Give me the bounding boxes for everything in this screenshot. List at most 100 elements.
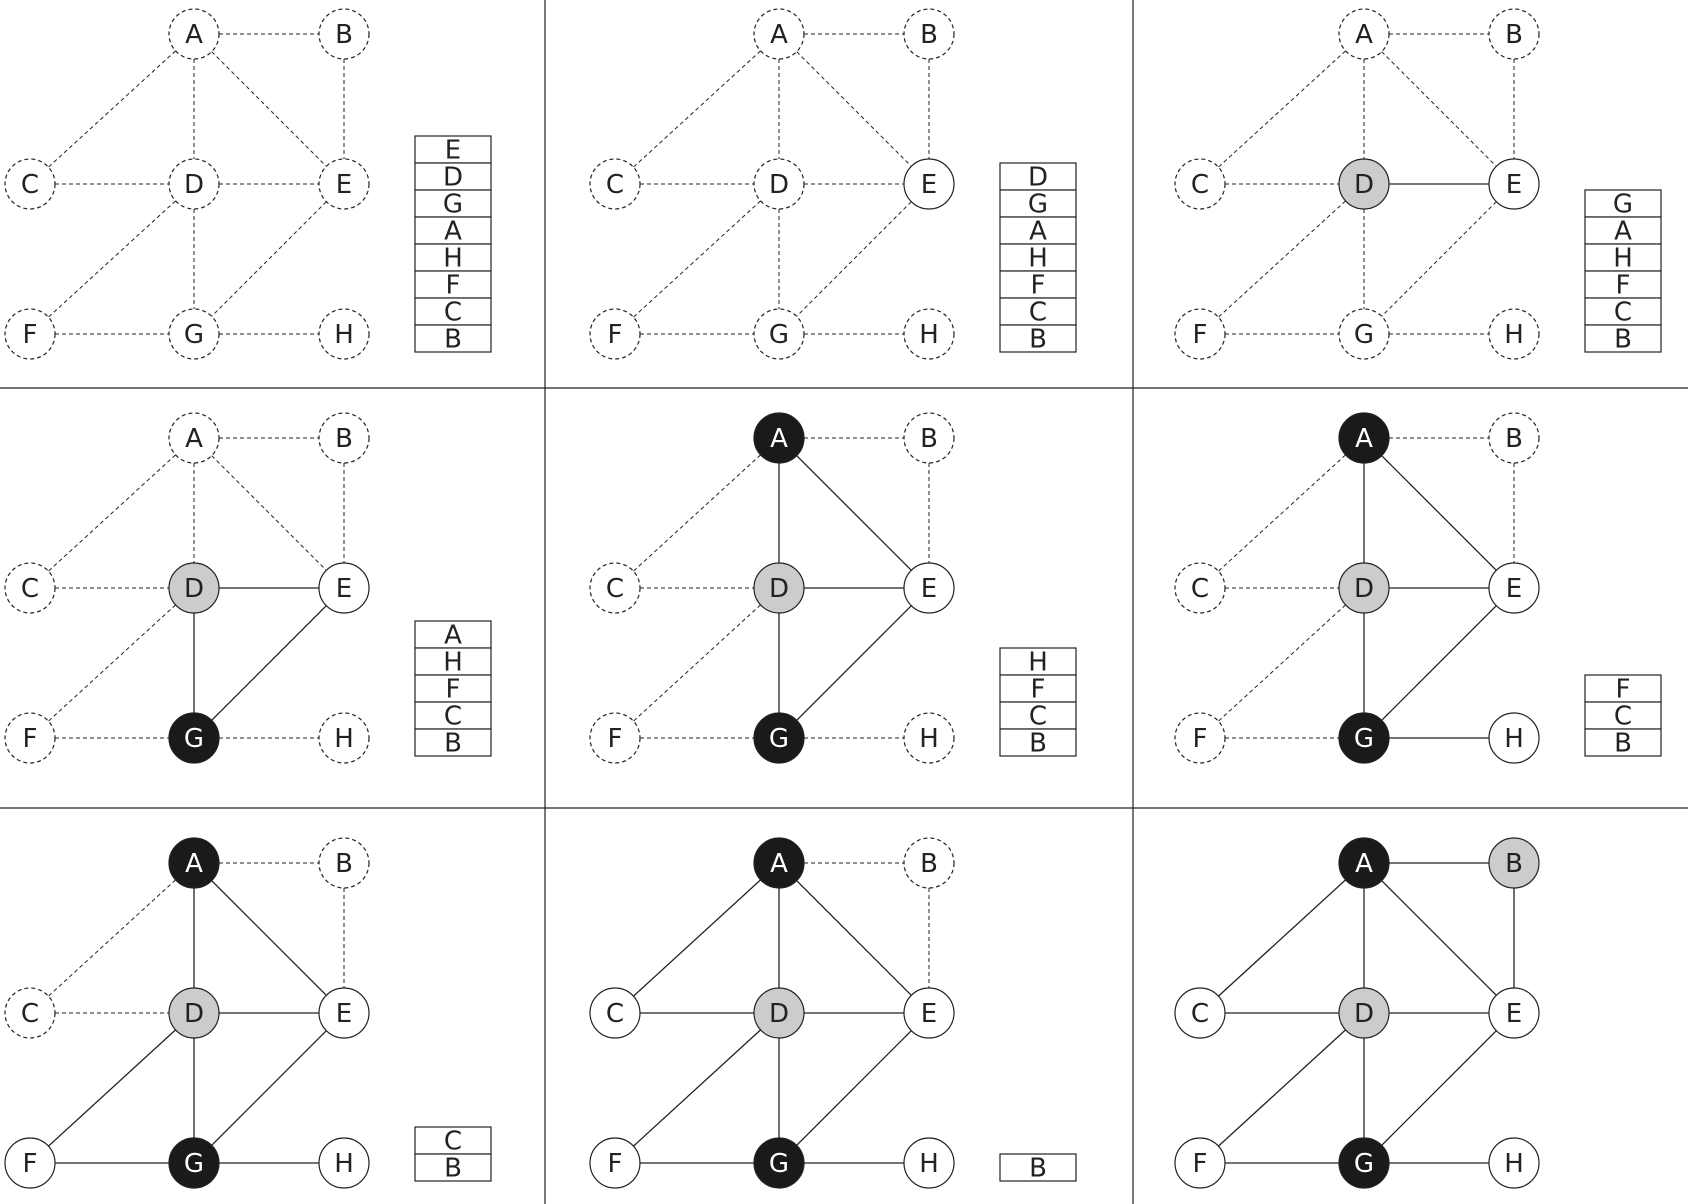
node-D-label: D [769, 999, 789, 1029]
edges [1218, 437, 1515, 739]
stack-item: C [999, 297, 1077, 328]
edge-D-F [48, 1029, 176, 1147]
stack-item: B [414, 728, 492, 759]
node-F: F [1174, 1137, 1226, 1189]
node-E: E [903, 158, 955, 210]
node-F: F [589, 1137, 641, 1189]
edge-E-G [211, 201, 327, 317]
node-C-label: C [21, 999, 39, 1029]
node-G: G [1338, 1137, 1390, 1189]
stack-item-label: C [1029, 702, 1047, 732]
node-B: B [318, 837, 370, 889]
stack-item-label: C [1029, 298, 1047, 328]
node-E: E [903, 562, 955, 614]
edges [633, 437, 930, 739]
node-H-circle [903, 1137, 955, 1189]
stack-cell [999, 189, 1077, 218]
node-C-label: C [21, 170, 39, 200]
node-H: H [1488, 712, 1540, 764]
stack-cell [414, 162, 492, 191]
node-G: G [753, 308, 805, 360]
stack-item-label: C [1614, 702, 1632, 732]
stack-item-label: H [1613, 244, 1633, 274]
node-H-label: H [919, 1149, 939, 1179]
stack-item-label: D [443, 163, 463, 193]
node-H-circle [1488, 712, 1540, 764]
stack-cell [414, 620, 492, 649]
node-F-label: F [1193, 320, 1208, 350]
node-A-circle [1338, 837, 1390, 889]
node-A: A [1338, 837, 1390, 889]
node-D-circle [1338, 987, 1390, 1039]
edge-D-F [633, 200, 761, 318]
stack-item: G [999, 189, 1077, 220]
node-A-circle [1338, 8, 1390, 60]
edge-A-C [48, 879, 176, 997]
node-C-label: C [21, 574, 39, 604]
node-E-label: E [336, 999, 352, 1029]
node-F: F [4, 712, 56, 764]
node-E-circle [903, 158, 955, 210]
node-H: H [1488, 308, 1540, 360]
node-E-circle [318, 158, 370, 210]
node-B-circle [903, 8, 955, 60]
stack-cell [414, 324, 492, 353]
node-F-label: F [23, 724, 38, 754]
node-B: B [1488, 8, 1540, 60]
node-B-circle [903, 837, 955, 889]
node-H-label: H [919, 724, 939, 754]
stack-item-label: C [444, 298, 462, 328]
node-G: G [168, 308, 220, 360]
node-D: D [753, 987, 805, 1039]
node-D-circle [168, 987, 220, 1039]
node-C-circle [589, 562, 641, 614]
stack-cell [414, 135, 492, 164]
node-G-label: G [184, 1149, 204, 1179]
node-F: F [4, 308, 56, 360]
node-D: D [168, 562, 220, 614]
node-H-label: H [919, 320, 939, 350]
node-B-circle [1488, 8, 1540, 60]
node-G-circle [168, 712, 220, 764]
edge-E-G [796, 605, 912, 721]
stack-cell [414, 701, 492, 730]
stack-cell [1584, 674, 1662, 703]
node-E-circle [1488, 987, 1540, 1039]
node-F: F [1174, 308, 1226, 360]
edge-A-E [796, 880, 912, 996]
node-F-circle [589, 712, 641, 764]
node-H-circle [318, 1137, 370, 1189]
node-A: A [753, 8, 805, 60]
node-H-circle [1488, 1137, 1540, 1189]
node-G: G [753, 1137, 805, 1189]
node-B-label: B [1505, 424, 1523, 454]
node-E-label: E [336, 574, 352, 604]
node-D-circle [168, 562, 220, 614]
stack-item: C [1584, 297, 1662, 328]
edges [633, 33, 930, 335]
node-G-circle [168, 308, 220, 360]
edges [1218, 862, 1515, 1164]
node-C: C [4, 158, 56, 210]
stack-item-label: C [444, 702, 462, 732]
node-A: A [753, 837, 805, 889]
node-G-label: G [184, 320, 204, 350]
edge-E-G [211, 1030, 327, 1146]
stack-cell [999, 647, 1077, 676]
node-D: D [1338, 158, 1390, 210]
edge-D-F [633, 1029, 761, 1147]
node-H-circle [903, 712, 955, 764]
node-C-circle [4, 562, 56, 614]
stack-cell [414, 216, 492, 245]
node-H-circle [1488, 308, 1540, 360]
edge-A-C [633, 454, 761, 572]
node-D-circle [1338, 158, 1390, 210]
node-H-circle [318, 712, 370, 764]
stack-item: C [1584, 701, 1662, 732]
stack-item-label: D [1028, 163, 1048, 193]
